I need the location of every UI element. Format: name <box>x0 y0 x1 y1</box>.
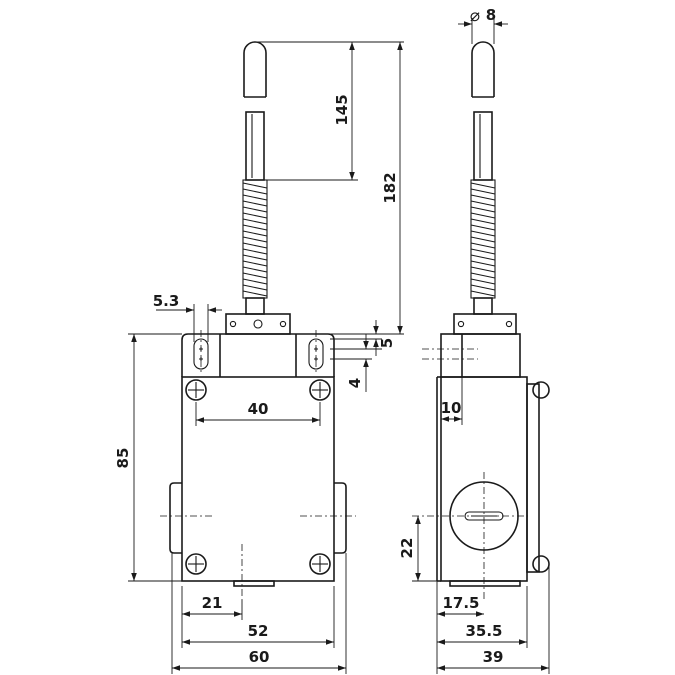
front-screw-bottom-right <box>309 553 331 575</box>
side-view <box>412 41 550 600</box>
front-view <box>160 41 356 600</box>
side-head <box>440 333 521 378</box>
dim-center-offset: 21 <box>202 594 223 612</box>
side-rod-tip <box>471 41 495 97</box>
dim-side-mount-spacing: 35.5 <box>465 622 502 640</box>
front-rod-shaft <box>245 111 265 181</box>
dim-side-depth: 39 <box>483 648 504 666</box>
side-spring <box>470 179 496 299</box>
front-collar <box>245 297 265 315</box>
dim-overall-height: 182 <box>381 172 399 203</box>
front-screw-top-right <box>309 379 331 401</box>
left-mount-slot <box>193 338 209 370</box>
dim-mount-spacing: 52 <box>248 622 269 640</box>
right-mount-slot <box>308 338 324 370</box>
front-left-bulge <box>169 482 182 554</box>
dim-rod-length: 145 <box>333 94 351 125</box>
dim-diameter-symbol: ⌀ <box>470 6 480 26</box>
side-back-cover <box>526 383 540 573</box>
front-screw-top-left <box>185 379 207 401</box>
front-flange <box>181 333 335 377</box>
front-spring <box>242 179 268 299</box>
front-screw-bottom-left <box>185 553 207 575</box>
dim-knob-offset: 17.5 <box>442 594 479 612</box>
dim-body-height: 85 <box>114 448 132 469</box>
dim-body-width: 60 <box>249 648 270 666</box>
dim-rod-diameter: 8 <box>486 6 496 24</box>
dimension-labels: ⌀ 8 145 182 5.3 5 4 40 85 21 52 60 10 22… <box>114 6 503 666</box>
dim-hole-spacing: 40 <box>248 400 269 418</box>
dim-knob-height: 22 <box>398 538 416 559</box>
dimension-lines <box>128 18 550 674</box>
dim-slot-pitch: 4 <box>346 378 364 388</box>
dim-slot-width: 5.3 <box>153 292 180 310</box>
side-collar <box>473 297 493 315</box>
front-right-bulge <box>334 482 347 554</box>
dim-side-slot-offset: 10 <box>441 399 462 417</box>
dim-slot-offset-top: 5 <box>378 338 396 348</box>
front-rod-tip <box>243 41 267 97</box>
side-rod-shaft <box>473 111 493 181</box>
